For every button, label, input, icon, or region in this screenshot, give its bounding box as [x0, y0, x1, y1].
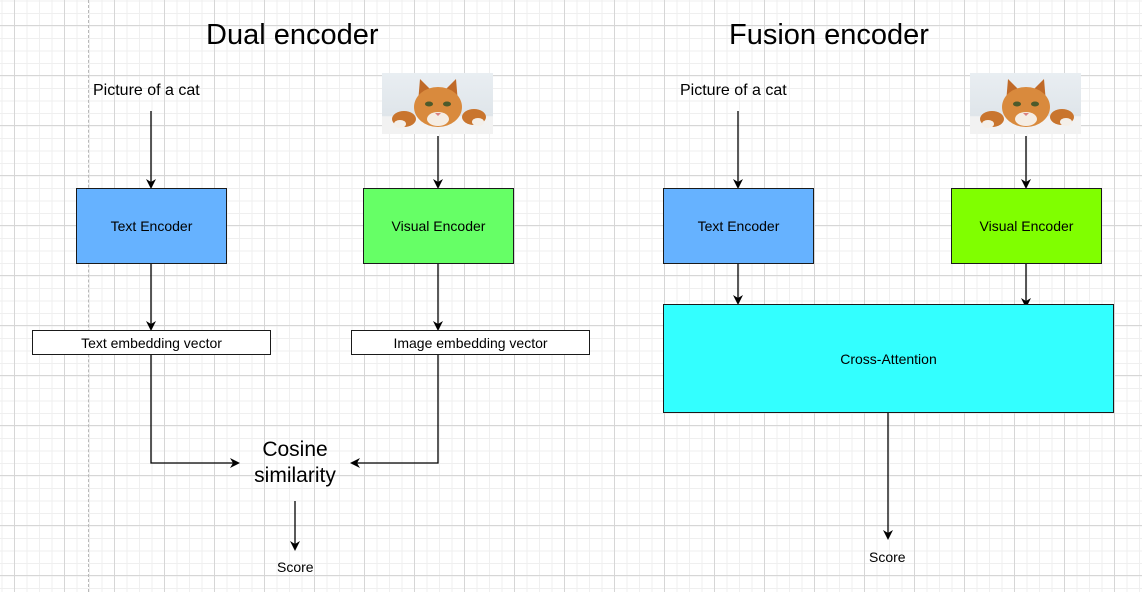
fusion-text-encoder-label: Text Encoder	[697, 218, 780, 234]
cat-image-icon	[382, 73, 493, 134]
cross-attention-label: Cross-Attention	[840, 350, 937, 367]
fusion-score-label: Score	[869, 549, 906, 565]
cat-image-icon	[970, 73, 1081, 134]
cross-attention-box[interactable]: Cross-Attention	[663, 304, 1114, 413]
text-embedding-box[interactable]: Text embedding vector	[32, 330, 271, 355]
image-embedding-box[interactable]: Image embedding vector	[351, 330, 590, 355]
dual-score-label: Score	[277, 559, 314, 575]
fusion-text-input: Picture of a cat	[680, 82, 787, 99]
cosine-similarity-node[interactable]: Cosine similarity	[240, 437, 350, 489]
dual-text-encoder-label: Text Encoder	[110, 218, 193, 234]
dual-visual-encoder-label: Visual Encoder	[391, 218, 486, 234]
dual-text-encoder-box[interactable]: Text Encoder	[76, 188, 227, 264]
text-embedding-label: Text embedding vector	[81, 334, 222, 351]
guide-line	[88, 0, 89, 592]
fusion-visual-encoder-box[interactable]: Visual Encoder	[951, 188, 1102, 264]
cosine-similarity-line1: Cosine	[262, 438, 328, 461]
arrow-image-embedding-to-cosine	[350, 355, 439, 468]
dual-text-input: Picture of a cat	[93, 82, 200, 99]
fusion-visual-encoder-label: Visual Encoder	[979, 218, 1074, 234]
dual-encoder-title: Dual encoder	[206, 19, 379, 51]
fusion-text-encoder-box[interactable]: Text Encoder	[663, 188, 814, 264]
arrow-text-embedding-to-cosine	[150, 355, 240, 468]
cosine-similarity-line2: similarity	[254, 464, 336, 487]
fusion-encoder-title: Fusion encoder	[729, 19, 929, 51]
dual-visual-encoder-box[interactable]: Visual Encoder	[363, 188, 514, 264]
image-embedding-label: Image embedding vector	[393, 334, 548, 351]
